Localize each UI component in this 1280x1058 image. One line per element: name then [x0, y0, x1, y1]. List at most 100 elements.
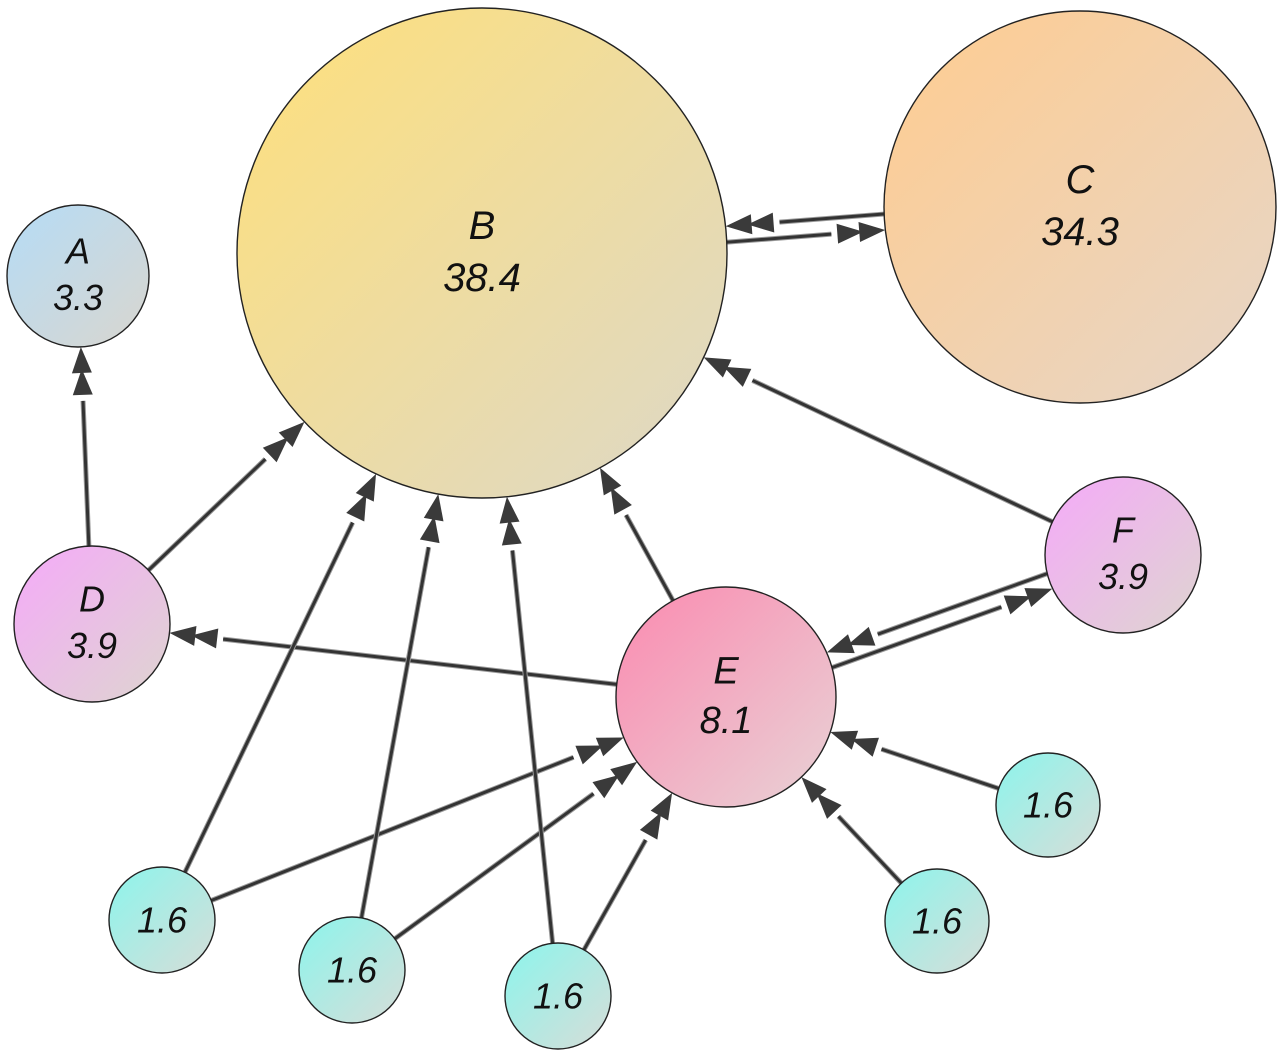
- edge-c-to-b: [725, 211, 885, 235]
- node-f: F 3.9: [1044, 476, 1202, 634]
- node-value: 1.6: [912, 901, 963, 942]
- arrowhead-icon: [1024, 588, 1053, 607]
- arrowhead-icon: [858, 222, 886, 242]
- arrowhead-icon: [650, 792, 673, 821]
- node-value: 38.4: [443, 256, 521, 300]
- node-value: 1.6: [137, 900, 188, 941]
- node-label: B: [469, 204, 496, 248]
- arrowhead-icon: [169, 625, 197, 646]
- edge-e-to-f: [831, 588, 1053, 670]
- node-circle: [883, 10, 1277, 404]
- edge-line: [359, 546, 431, 919]
- edge-line: [147, 457, 267, 572]
- node-value: 8.1: [700, 700, 753, 742]
- node-g3: 1.6: [504, 942, 612, 1050]
- arrowhead-icon: [501, 518, 522, 546]
- edge-line: [582, 839, 647, 951]
- node-label: F: [1112, 509, 1136, 550]
- edge-line: [837, 815, 903, 885]
- arrowhead-icon: [71, 346, 92, 374]
- arrowhead-icon: [423, 494, 444, 522]
- node-circle: [6, 204, 150, 348]
- edge-d-to-a: [71, 346, 93, 547]
- edge-line: [881, 747, 1000, 790]
- node-e: E 8.1: [615, 586, 837, 808]
- node-value: 3.9: [1098, 556, 1148, 597]
- arrowhead-icon: [639, 812, 662, 840]
- edges-layer: [71, 211, 1054, 952]
- node-circle: [108, 866, 216, 974]
- edge-g2-to-b: [358, 494, 444, 919]
- edge-g2-to-e: [393, 761, 638, 941]
- edge-f-to-b: [703, 357, 1054, 525]
- edge-g1-to-b: [182, 473, 377, 874]
- edge-g5-to-e: [801, 777, 904, 885]
- node-g5: 1.6: [884, 868, 990, 974]
- node-label: E: [713, 651, 739, 693]
- edge-line: [726, 232, 832, 244]
- node-value: 1.6: [327, 950, 378, 991]
- node-value: 3.3: [53, 277, 103, 318]
- node-d: D 3.9: [13, 545, 171, 703]
- arrowhead-icon: [830, 730, 859, 750]
- node-circle: [504, 942, 612, 1050]
- edge-g4-to-e: [830, 730, 1000, 791]
- edge-e-to-d: [169, 625, 618, 687]
- node-label: C: [1066, 158, 1096, 202]
- node-b: B 38.4: [236, 7, 728, 499]
- arrowhead-icon: [262, 437, 289, 463]
- arrowhead-icon: [575, 745, 604, 765]
- edge-line: [183, 521, 355, 873]
- node-value: 1.6: [533, 976, 584, 1017]
- arrowhead-icon: [355, 473, 377, 502]
- node-circle: [615, 586, 837, 808]
- arrowhead-icon: [723, 366, 752, 387]
- arrowhead-icon: [801, 777, 827, 803]
- arrowhead-icon: [346, 493, 367, 522]
- node-circle: [884, 868, 990, 974]
- arrowhead-icon: [826, 634, 855, 654]
- arrowhead-icon: [599, 467, 622, 496]
- node-value: 3.9: [67, 625, 117, 666]
- arrowhead-icon: [592, 774, 620, 799]
- node-g2: 1.6: [298, 916, 406, 1024]
- edge-line: [393, 792, 595, 940]
- edge-line: [779, 212, 885, 224]
- node-circle: [298, 916, 406, 1024]
- edge-d-to-b: [146, 421, 305, 573]
- edge-line: [81, 400, 91, 547]
- edge-line: [831, 605, 1002, 669]
- node-value: 1.6: [1023, 785, 1074, 826]
- node-g1: 1.6: [108, 866, 216, 974]
- node-label: D: [79, 578, 105, 619]
- node-circle: [995, 752, 1101, 858]
- edge-e-to-b: [599, 467, 676, 602]
- node-label: A: [64, 230, 90, 271]
- edge-f-to-e: [826, 571, 1048, 654]
- node-g4: 1.6: [995, 752, 1101, 858]
- edge-g1-to-e: [210, 737, 624, 903]
- edge-line: [877, 572, 1048, 636]
- arrowhead-icon: [1003, 595, 1032, 615]
- arrowhead-icon: [816, 793, 842, 819]
- node-circle: [1044, 476, 1202, 634]
- node-a: A 3.3: [6, 204, 150, 348]
- edge-line: [510, 550, 555, 944]
- node-circle: [236, 7, 728, 499]
- edge-line: [624, 514, 675, 602]
- arrowhead-icon: [747, 212, 775, 233]
- arrowhead-icon: [72, 368, 93, 396]
- nodes-layer: A 3.3 B 38.4 C 34.3D 3.9E 8.1 F 3.9 1.6 1.6 1.6 1.6 1.…: [6, 7, 1277, 1050]
- arrowhead-icon: [847, 626, 876, 646]
- arrowhead-icon: [610, 761, 638, 786]
- arrowhead-icon: [419, 515, 440, 544]
- node-circle: [13, 545, 171, 703]
- arrowhead-icon: [725, 214, 753, 235]
- arrowhead-icon: [499, 496, 520, 524]
- edge-b-to-c: [726, 222, 886, 245]
- edge-line: [751, 379, 1054, 524]
- edge-line: [222, 637, 617, 686]
- node-value: 34.3: [1041, 210, 1119, 254]
- edge-g3-to-b: [499, 496, 556, 944]
